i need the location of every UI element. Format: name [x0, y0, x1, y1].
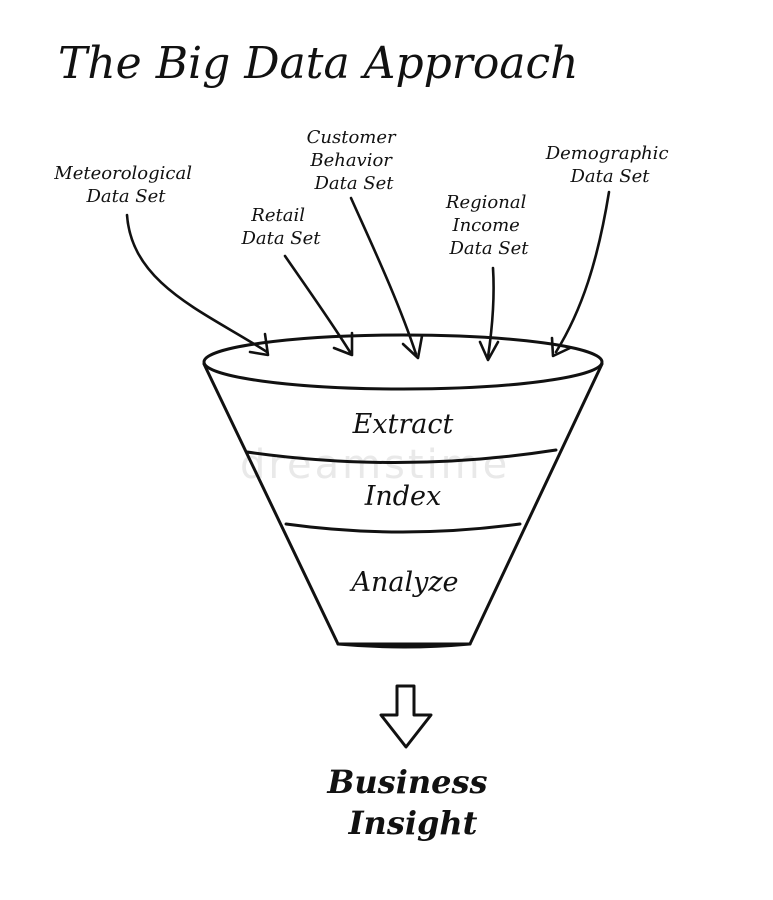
source-label-demographic: Demographic Data Set [545, 143, 675, 187]
source-arrow-retail [283, 254, 354, 357]
funnel-band-extract-bottom [245, 448, 558, 464]
source-arrow-demographic [550, 190, 611, 358]
source-label-meteorological: Meteorological Data Set [53, 163, 197, 207]
funnel-bottom-edge [336, 642, 472, 649]
funnel-top-rim [202, 333, 604, 391]
result-business-insight: Business Insight [326, 763, 498, 842]
stage-index: Index [364, 481, 442, 512]
funnel-band-index-bottom [284, 522, 522, 534]
stage-extract: Extract [352, 409, 454, 440]
source-label-retail: Retail Data Set [240, 205, 321, 249]
source-label-regional-income: Regional Income Data Set [445, 192, 532, 259]
watermark: dreamstime [240, 442, 510, 488]
source-label-customer-behavior: Customer Behavior Data Set [307, 127, 402, 194]
down-arrow-icon [379, 684, 433, 749]
funnel [202, 333, 604, 649]
source-arrow-regional-income [478, 266, 500, 362]
funnel-outline [202, 362, 604, 646]
diagram-title: The Big Data Approach [58, 38, 579, 89]
stage-analyze: Analyze [348, 567, 458, 598]
